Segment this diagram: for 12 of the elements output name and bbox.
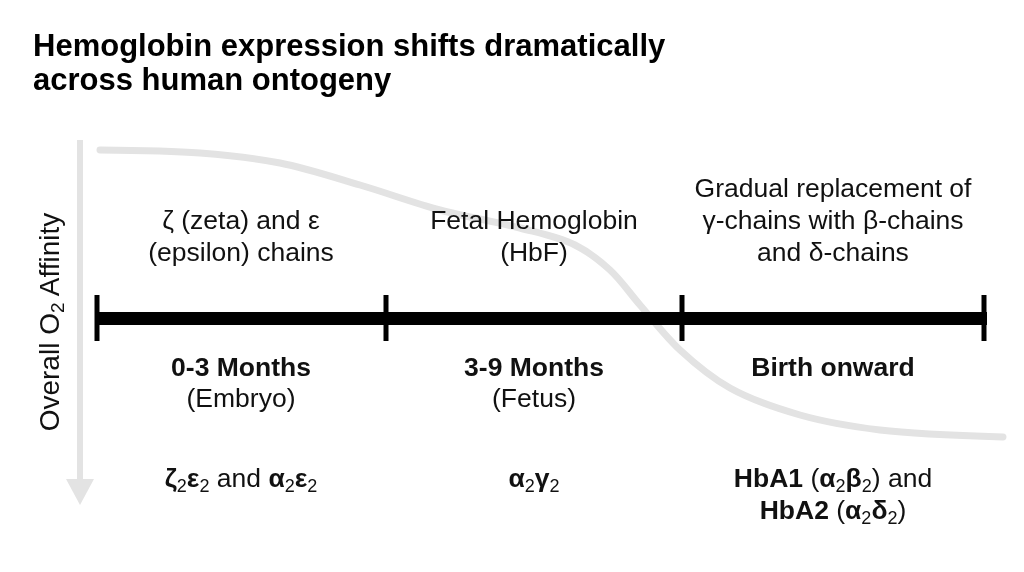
period-label: 0-3 Months	[170, 351, 312, 383]
period-label: Birth onward	[750, 351, 916, 383]
period-label: 3-9 Months	[463, 351, 605, 383]
stage-label: (Fetus)	[491, 382, 577, 414]
hemoglobin-formula: ζ$_{2}$ε$_{2}$ and α$_{2}$ε$_{2}$	[163, 462, 319, 494]
hemoglobin-formula: HbA1 (α$_{2}$β$_{2}$) and HbA2 (α$_{2}$δ$_{2}$)	[732, 462, 934, 526]
stage-description: Gradual replacement of γ-chains with β-chains and δ-chains	[693, 172, 973, 268]
stage-label: (Embryo)	[185, 382, 297, 414]
stage-description: Fetal Hemoglobin (HbF)	[429, 204, 639, 268]
stage-description: ζ (zeta) and ε (epsilon) chains	[147, 204, 335, 268]
diagram-title: Hemoglobin expression shifts dramatically across human ontogeny	[33, 29, 667, 97]
hemoglobin-formula: α$_{2}$γ$_{2}$	[507, 462, 561, 494]
